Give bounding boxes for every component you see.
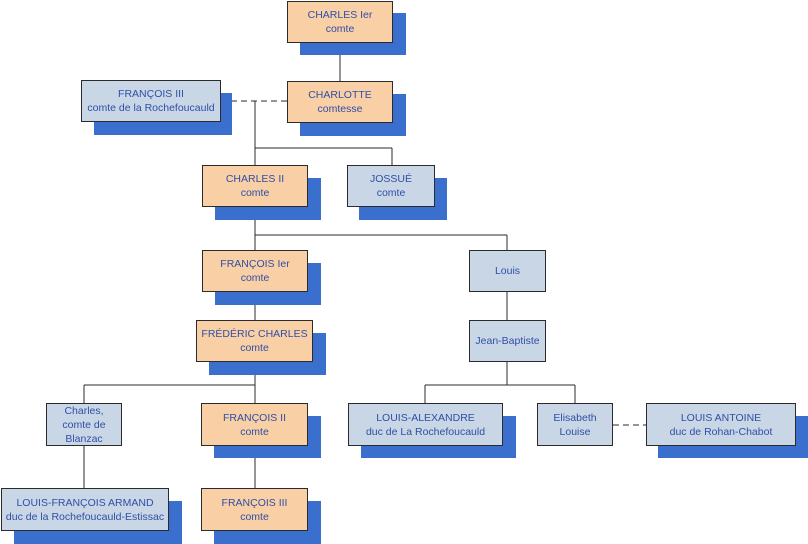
person-node-francois-1[interactable]: FRANÇOIS Ier comte: [202, 250, 308, 292]
person-title: Blanzac: [65, 432, 103, 445]
person-title: comte: [240, 187, 270, 199]
person-node-francois-3[interactable]: FRANÇOIS III comte: [201, 488, 308, 531]
person-node-frederic-charles[interactable]: FRÉDÉRIC CHARLES comte: [196, 320, 313, 362]
person-title: Louise: [559, 425, 591, 438]
person-node-charles-1[interactable]: CHARLES Ier comte: [287, 1, 393, 43]
person-title: comte: [240, 342, 269, 354]
person-node-francois-3-rochefoucauld[interactable]: FRANÇOIS III comte de la Rochefoucauld: [81, 80, 221, 122]
person-name: FRANÇOIS Ier: [220, 258, 290, 270]
person-node-charles-blanzac[interactable]: Charles, comte de Blanzac: [46, 403, 122, 446]
person-name: FRANÇOIS II: [222, 411, 286, 424]
person-node-francois-2[interactable]: FRANÇOIS II comte: [201, 403, 308, 446]
person-name: JOSSUÉ: [369, 173, 412, 185]
person-name: FRANÇOIS III: [221, 496, 288, 509]
person-name: Elisabeth: [553, 411, 597, 424]
person-name: FRANÇOIS III: [118, 88, 184, 100]
person-title: comtesse: [317, 103, 363, 115]
person-name: Jean-Baptiste: [475, 335, 540, 347]
person-name: CHARLOTTE: [308, 89, 372, 101]
person-title: comte: [240, 510, 269, 523]
person-name: FRÉDÉRIC CHARLES: [201, 328, 308, 340]
person-name: LOUIS-FRANÇOIS ARMAND: [16, 496, 154, 509]
person-node-charles-2[interactable]: CHARLES II comte: [202, 165, 308, 207]
person-name: LOUIS-ALEXANDRE: [376, 411, 475, 424]
person-title: comte de la Rochefoucauld: [87, 102, 215, 114]
person-node-josue[interactable]: JOSSUÉ comte: [347, 165, 435, 207]
person-name: CHARLES Ier: [307, 9, 373, 21]
person-name: Louis: [494, 265, 521, 277]
person-node-louis-antoine[interactable]: LOUIS ANTOINE duc de Rohan-Chabot: [646, 403, 796, 446]
person-title: comte: [240, 272, 270, 284]
person-node-charlotte[interactable]: CHARLOTTE comtesse: [287, 81, 393, 123]
person-title: duc de la Rochefoucauld-Estissac: [5, 510, 165, 523]
person-name: LOUIS ANTOINE: [680, 411, 762, 424]
person-node-elisabeth-louise[interactable]: Elisabeth Louise: [537, 403, 613, 446]
person-name: CHARLES II: [225, 173, 285, 185]
person-node-louis[interactable]: Louis: [469, 250, 546, 292]
person-title: comte: [376, 187, 406, 199]
person-title: comte: [240, 425, 269, 438]
person-title: duc de Rohan-Chabot: [669, 425, 773, 438]
person-title: duc de La Rochefoucauld: [365, 425, 486, 438]
person-name: Charles,: [64, 404, 104, 417]
person-title: comte: [325, 23, 355, 35]
person-node-louis-alexandre[interactable]: LOUIS-ALEXANDRE duc de La Rochefoucauld: [348, 403, 503, 446]
person-node-louis-francois-armand[interactable]: LOUIS-FRANÇOIS ARMAND duc de la Rochefou…: [1, 488, 169, 531]
person-title: comte de: [62, 418, 106, 431]
person-node-jean-baptiste[interactable]: Jean-Baptiste: [469, 320, 546, 362]
